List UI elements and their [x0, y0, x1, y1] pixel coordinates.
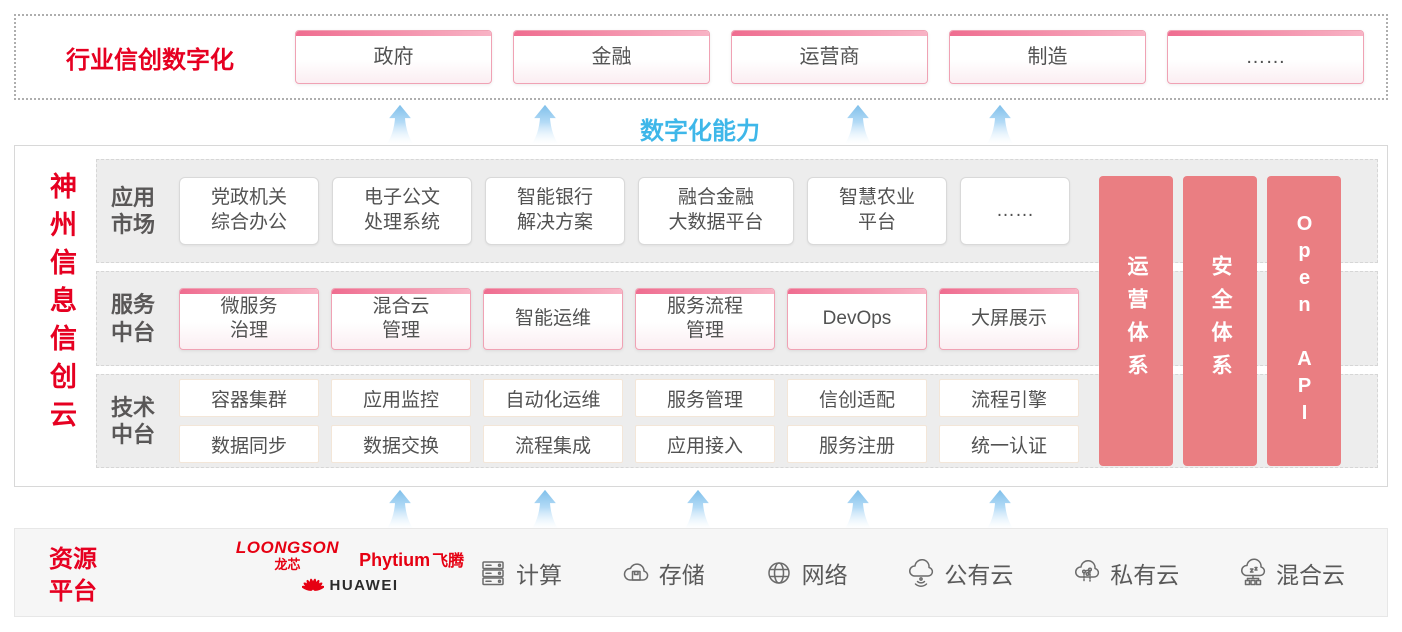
resource-platform-band: 资源 平台 LOONGSON 龙芯 Phytium 飞腾 — [14, 528, 1388, 617]
svc-box-service-process-mgmt: 服务流程 管理 — [635, 287, 775, 350]
up-arrow-icon — [986, 489, 1014, 529]
huawei-flower-icon — [301, 578, 324, 591]
industry-item-manufacturing: 制造 — [949, 30, 1146, 84]
huawei-wordmark: HUAWEI — [329, 576, 399, 594]
up-arrow-icon — [684, 489, 712, 529]
resource-item-label: 计算 — [516, 561, 562, 588]
tech-box-service-mgmt: 服务管理 — [635, 379, 775, 417]
resource-platform-title: 资源 平台 — [49, 546, 97, 606]
tech-platform-boxes: 容器集群 数据同步 应用监控 数据交换 自动化运维 流程集成 服务管理 应用接入 — [179, 379, 1079, 463]
industry-item-ellipsis: …… — [1167, 30, 1364, 84]
tech-column: 应用监控 数据交换 — [331, 379, 471, 463]
svc-box-big-screen: 大屏展示 — [939, 287, 1079, 350]
resource-item-hybrid-cloud: 混合云 — [1237, 556, 1345, 590]
phytium-wordmark: Phytium — [359, 550, 431, 570]
loongson-cn-label: 龙芯 — [274, 557, 301, 572]
app-box-finance-bigdata: 融合金融 大数据平台 — [638, 177, 794, 245]
resource-item-public-cloud: 公有云 — [905, 556, 1013, 590]
tech-box-data-exchange: 数据交换 — [331, 425, 471, 463]
app-box-ellipsis: …… — [960, 177, 1070, 245]
huawei-logo: HUAWEI — [301, 574, 399, 596]
tech-box-data-sync: 数据同步 — [179, 425, 319, 463]
cloud-platform-title: 神州信息信创云 — [46, 172, 76, 438]
pillar-security-system: 安全体系 — [1183, 176, 1257, 466]
resource-item-compute: 计算 — [477, 556, 562, 590]
industry-item-finance: 金融 — [513, 30, 710, 84]
application-market-boxes: 党政机关 综合办公 电子公文 处理系统 智能银行 解决方案 融合金融 大数据平台… — [179, 177, 1070, 245]
industry-digitalization-band: 行业信创数字化 政府 金融 运营商 制造 …… — [14, 14, 1388, 100]
public-cloud-icon — [909, 558, 934, 587]
storage-cloud-icon — [623, 562, 649, 581]
up-arrow-icon — [386, 489, 414, 529]
tech-box-xinchuang-adaptation: 信创适配 — [787, 379, 927, 417]
resource-item-label: 私有云 — [1110, 561, 1180, 588]
phytium-logo: Phytium 飞腾 — [359, 547, 464, 571]
capability-label: 数字化能力 — [640, 118, 760, 145]
app-box-edoc-system: 电子公文 处理系统 — [332, 177, 472, 245]
pillar-operations-system: 运营体系 — [1099, 176, 1173, 466]
resource-item-label: 存储 — [658, 561, 705, 588]
loongson-logo: LOONGSON 龙芯 — [236, 539, 339, 571]
up-arrow-icon — [844, 104, 872, 144]
resource-item-label: 公有云 — [944, 561, 1014, 588]
up-arrow-icon — [531, 489, 559, 529]
tech-box-service-registry: 服务注册 — [787, 425, 927, 463]
loongson-wordmark: LOONGSON — [235, 538, 340, 557]
tech-box-process-integration: 流程集成 — [483, 425, 623, 463]
svc-box-hybrid-cloud-mgmt: 混合云 管理 — [331, 287, 471, 350]
hybrid-cloud-icon — [1241, 557, 1266, 585]
private-cloud-icon — [1075, 559, 1100, 582]
row-tech-platform: 技术 中台 容器集群 数据同步 应用监控 数据交换 自动化运维 流程集成 — [96, 374, 1378, 468]
app-box-party-gov-office: 党政机关 综合办公 — [179, 177, 319, 245]
industry-item-operator: 运营商 — [731, 30, 928, 84]
tech-column: 服务管理 应用接入 — [635, 379, 775, 463]
up-arrow-icon — [844, 489, 872, 529]
resource-item-private-cloud: 私有云 — [1071, 556, 1179, 590]
svc-box-intelligent-ops: 智能运维 — [483, 287, 623, 350]
phytium-cn-label: 飞腾 — [432, 553, 465, 570]
app-box-smart-banking: 智能银行 解决方案 — [485, 177, 625, 245]
tech-box-container-cluster: 容器集群 — [179, 379, 319, 417]
row-label-application-market: 应用 市场 — [111, 184, 156, 238]
platform-rows: 应用 市场 党政机关 综合办公 电子公文 处理系统 智能银行 解决方案 融合金融… — [96, 159, 1378, 468]
tech-column: 容器集群 数据同步 — [179, 379, 319, 463]
row-label-service-platform: 服务 中台 — [111, 292, 156, 345]
tech-column: 自动化运维 流程集成 — [483, 379, 623, 463]
industry-item-government: 政府 — [295, 30, 492, 84]
tech-box-app-monitoring: 应用监控 — [331, 379, 471, 417]
resource-item-storage: 存储 — [620, 556, 705, 590]
up-arrow-icon — [386, 104, 414, 144]
svc-box-devops: DevOps — [787, 287, 927, 350]
app-box-smart-agriculture: 智慧农业 平台 — [807, 177, 947, 245]
cloud-platform-container: 神州信息信创云 应用 市场 党政机关 综合办公 电子公文 处理系统 智能银行 解… — [14, 145, 1388, 487]
row-label-tech-platform: 技术 中台 — [111, 394, 156, 448]
resource-item-label: 网络 — [801, 561, 848, 588]
tech-box-unified-auth: 统一认证 — [939, 425, 1079, 463]
tech-column: 流程引擎 统一认证 — [939, 379, 1079, 463]
tech-box-automated-ops: 自动化运维 — [483, 379, 623, 417]
pillar-open-api: Open API — [1267, 176, 1341, 466]
resource-item-network: 网络 — [763, 556, 848, 590]
tech-box-process-engine: 流程引擎 — [939, 379, 1079, 417]
industry-band-title: 行业信创数字化 — [66, 46, 234, 74]
network-globe-icon — [767, 561, 790, 584]
service-platform-boxes: 微服务 治理 混合云 管理 智能运维 服务流程 管理 DevOps 大屏展示 — [179, 287, 1079, 350]
up-arrow-icon — [986, 104, 1014, 144]
vendor-logos: LOONGSON 龙芯 Phytium 飞腾 — [205, 539, 495, 596]
svc-box-microservice-governance: 微服务 治理 — [179, 287, 319, 350]
tech-column: 信创适配 服务注册 — [787, 379, 927, 463]
tech-box-app-access: 应用接入 — [635, 425, 775, 463]
up-arrow-icon — [531, 104, 559, 144]
resource-item-label: 混合云 — [1275, 561, 1345, 588]
vendor-logo-row: LOONGSON 龙芯 Phytium 飞腾 — [236, 539, 464, 571]
resource-items: 计算 存储 网络 — [477, 529, 1345, 616]
compute-server-icon — [482, 560, 504, 585]
